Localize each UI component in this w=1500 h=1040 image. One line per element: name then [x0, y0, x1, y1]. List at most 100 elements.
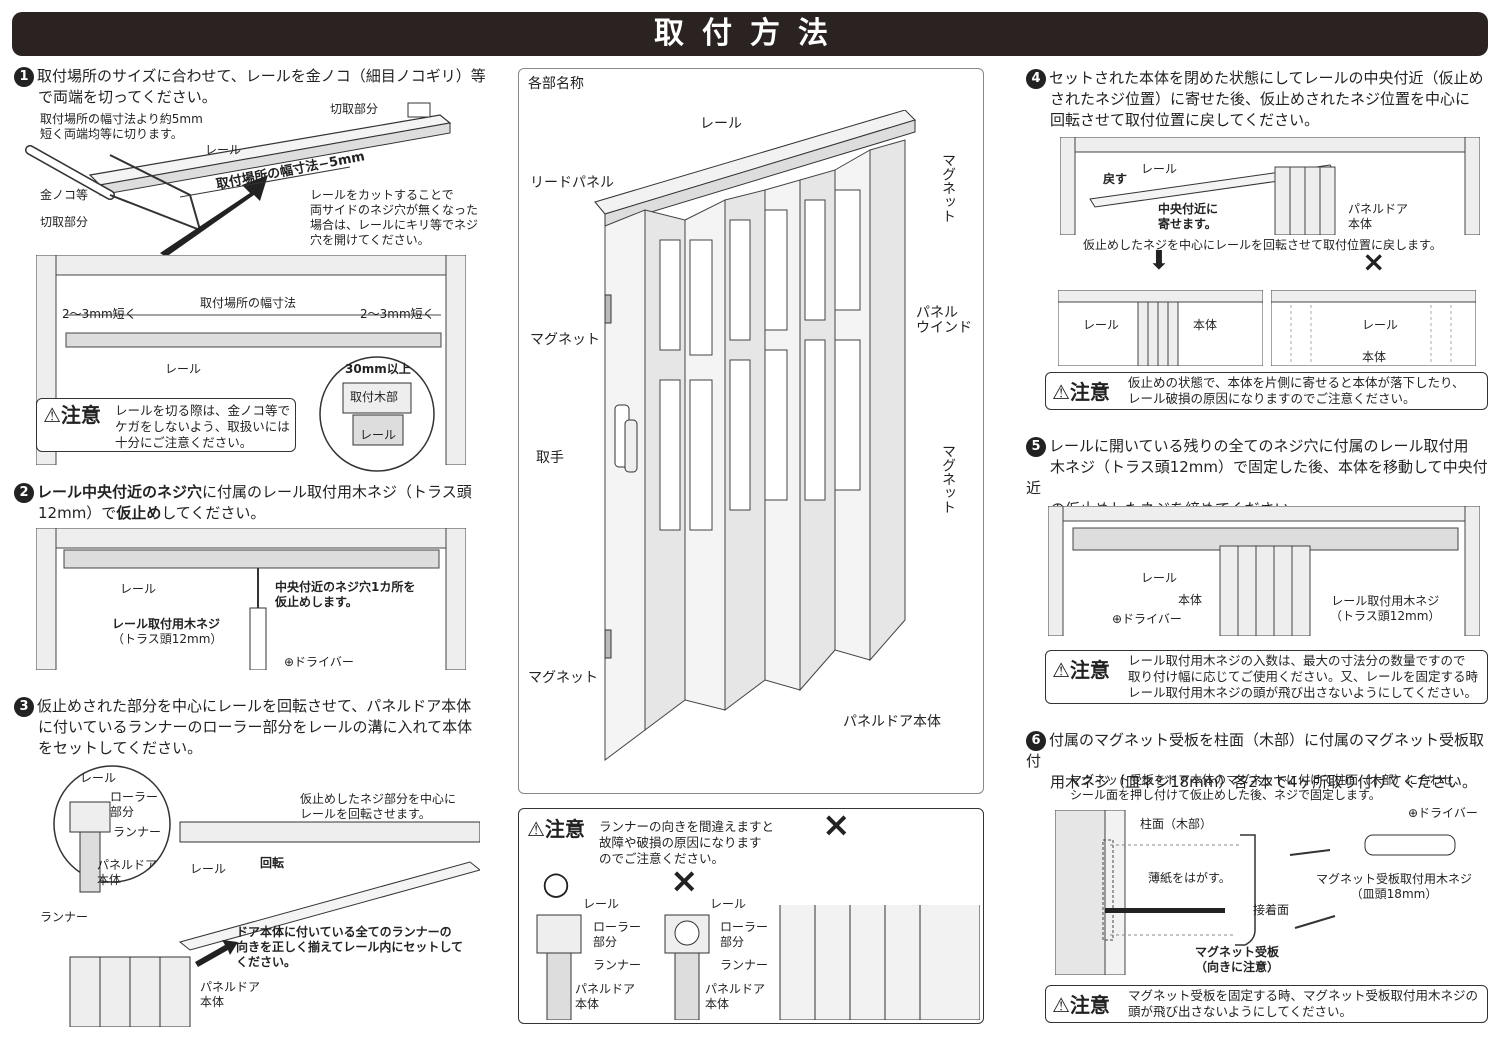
step6-plate: マグネット受板（向きに注意）: [1195, 945, 1280, 974]
ok-mark: ○: [542, 864, 570, 902]
step4-ok-rail: レール: [1083, 318, 1120, 332]
step6-pillar: 柱面（木部）: [1140, 817, 1213, 831]
down-arrow-icon: ⬇: [1148, 246, 1170, 276]
step1-number: 1: [14, 66, 34, 87]
parts-lead-panel: リードパネル: [530, 175, 614, 191]
step1-note2: レールをカットすることで両サイドのネジ穴が無くなった場合は、レールにキリ等でネジ…: [310, 188, 479, 247]
step3-number: 3: [14, 696, 34, 717]
step3-rail2: レール: [190, 862, 227, 876]
parts-magnet-right1: マグネット: [940, 153, 956, 223]
step4-rail: レール: [1141, 162, 1178, 176]
step5-number: 5: [1026, 436, 1046, 457]
parts-title: 各部名称: [528, 76, 584, 92]
ok-roller: ローラー部分: [593, 920, 642, 949]
step6-caution: ⚠注意 マグネット受板を固定する時、マグネット受板取付用木ネジの頭が飛び出さない…: [1045, 985, 1488, 1023]
step5-rail: レール: [1141, 571, 1178, 585]
ng-body: パネルドア本体: [705, 982, 766, 1011]
step6-adhesive: 接着面: [1253, 903, 1290, 917]
step3-runner: ランナー: [113, 825, 162, 839]
step4-top-illustration: [1060, 137, 1480, 235]
step3-roller: ローラー部分: [110, 790, 159, 819]
step3-all-note: ドア本体に付いている全てのランナーの向きを正しく揃えてレール内にセットしてくださ…: [236, 925, 464, 969]
caution-title: ⚠注意: [43, 403, 101, 427]
step6-sub: マグネット受板をドア本体のマグネットに付けて柱面（木部）に合わせ、シール面を押し…: [1070, 773, 1467, 802]
step1-line1: 取付場所のサイズに合わせて、レールを金ノコ（細目ノコギリ）等: [37, 67, 486, 85]
step2-rail: レール: [120, 582, 157, 596]
step4-number: 4: [1026, 68, 1046, 89]
ng-mark: ×: [670, 861, 699, 901]
door-illustration: [594, 110, 916, 761]
step6-driver: ⊕ドライバー: [1408, 806, 1478, 820]
parts-window: パネルウインド: [916, 305, 972, 336]
step6-illustration: [1055, 810, 1456, 975]
step1-width-label: 取付場所の幅寸法: [200, 296, 297, 310]
step1-caution: ⚠注意 レールを切る際は、金ノコ等でケガをしないよう、取扱いには十分にご注意くだ…: [36, 398, 296, 452]
step5-screw-label: レール取付用木ネジ（トラス頭12mm）: [1330, 594, 1441, 623]
step3-rail: レール: [80, 771, 117, 785]
ng-roller: ローラー部分: [720, 920, 769, 949]
step6-number: 6: [1026, 730, 1046, 751]
step4-caption: 仮止めしたネジを中心にレールを回転させて取付位置に戻します。: [1083, 238, 1442, 252]
step1-saw-illustration: [25, 102, 452, 255]
step1-rail-bottom: レール: [165, 362, 202, 376]
step1-rail-label: レール: [205, 143, 242, 157]
parts-magnet-left2: マグネット: [528, 670, 598, 686]
step5-caution: ⚠注意 レール取付用木ネジの入数は、最大の寸法分の数量ですので取り付け幅に応じて…: [1045, 650, 1488, 704]
caution-title: ⚠注意: [1052, 380, 1110, 404]
step4-ng-illustration: [1271, 290, 1476, 366]
step1-zoom-circle: [319, 356, 435, 472]
step4-ng-body: 本体: [1362, 350, 1387, 364]
step1-short-right: 2〜3mm短く: [360, 307, 435, 321]
parts-handle: 取手: [536, 450, 564, 466]
step6-screw-label: マグネット受板取付用木ネジ（皿頭18mm）: [1316, 872, 1473, 901]
step4-ok-illustration: [1058, 290, 1263, 366]
step1-over30: 30mm以上: [345, 362, 411, 376]
step2-number: 2: [14, 482, 34, 503]
step4-caution: ⚠注意 仮止めの状態で、本体を片側に寄せると本体が落下したり、レール破損の原因に…: [1045, 372, 1488, 410]
parts-rail: レール: [700, 116, 742, 132]
ng-rail: レール: [710, 897, 747, 911]
caution-title: ⚠注意: [1052, 993, 1110, 1017]
step3-pivot-note: 仮止めしたネジ部分を中心にレールを回転させます。: [300, 792, 457, 821]
step4-ng-mark: ×: [1362, 245, 1386, 278]
ng-mark-big: ×: [822, 805, 851, 845]
ok-body: パネルドア本体: [575, 982, 636, 1011]
ok-runner: ランナー: [593, 958, 642, 972]
step3-body: パネルドア本体: [97, 858, 158, 887]
runner-ok-ng-diagram: [536, 905, 980, 1020]
header-bar: 取付方法: [12, 12, 1488, 56]
step6-peel: 薄紙をはがす。: [1148, 871, 1231, 885]
step5-driver: ⊕ドライバー: [1112, 612, 1182, 626]
step4-ok-body: 本体: [1193, 318, 1218, 332]
step3-rotate: 回転: [260, 856, 285, 870]
step3-body2: パネルドア本体: [200, 980, 261, 1009]
caution-title: ⚠注意: [527, 817, 585, 841]
step4-near: 中央付近に寄せます。: [1158, 202, 1219, 231]
step2-frame-illustration: [36, 528, 466, 670]
step1-cutpart-left: 切取部分: [40, 215, 89, 229]
parts-panel: [518, 68, 984, 794]
ok-rail: レール: [583, 897, 620, 911]
step4-body: パネルドア本体: [1348, 202, 1409, 231]
ng-runner: ランナー: [720, 958, 769, 972]
step2-center-note: 中央付近のネジ穴1カ所を仮止めします。: [275, 580, 416, 609]
step2-screw-label: レール取付用木ネジ（トラス頭12mm）: [112, 617, 223, 646]
step4-back: 戻す: [1103, 172, 1128, 186]
step2-driver: ⊕ドライバー: [284, 655, 354, 669]
step1-line2: で両端を切ってください。: [38, 88, 217, 106]
step5-body: 本体: [1178, 593, 1203, 607]
page-title: 取付方法: [654, 16, 846, 51]
step1-wood: 取付木部: [350, 390, 399, 404]
step3-illustration: [53, 765, 480, 1027]
step1-cutpart-top: 切取部分: [330, 102, 379, 116]
step5-illustration: [1048, 506, 1480, 636]
step4-ng-rail: レール: [1362, 318, 1399, 332]
step1-short-left: 2〜3mm短く: [62, 307, 137, 321]
step1-rail-zoom: レール: [360, 428, 397, 442]
step1-saw-label: 金ノコ等: [40, 188, 89, 202]
